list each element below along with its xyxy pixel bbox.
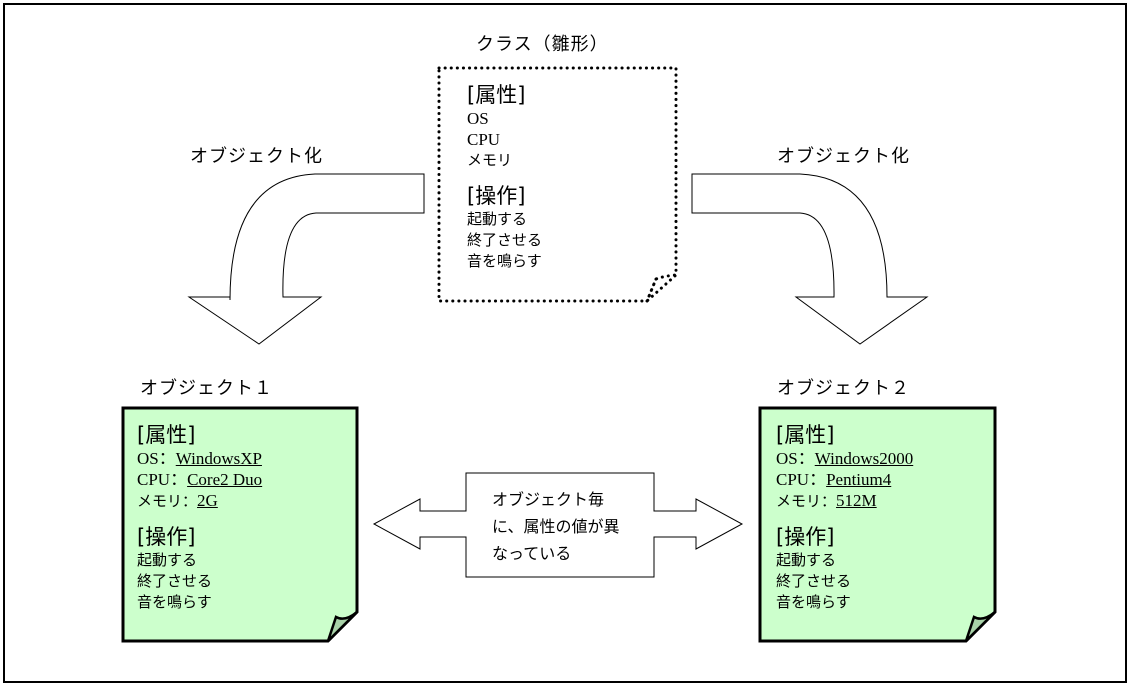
object-2-operation: 起動する <box>776 551 837 569</box>
double-headed-arrow <box>372 472 744 578</box>
comparison-line: に、属性の値が異 <box>492 517 620 536</box>
object-2-operation: 音を鳴らす <box>776 593 851 611</box>
object-2-title: オブジェクト２ <box>777 378 910 399</box>
object-2-attribute-cpu: CPU：Pentium4 <box>776 469 913 490</box>
attr-name: OS <box>776 449 798 468</box>
object-1-operations-header: [操作] <box>137 525 196 549</box>
class-attribute: CPU <box>467 130 501 149</box>
attr-sep: ： <box>797 449 815 468</box>
left-arrow-label: オブジェクト化 <box>190 146 323 167</box>
right-arrow-label: オブジェクト化 <box>777 146 910 167</box>
attr-name: メモリ <box>137 492 183 510</box>
class-attribute: OS <box>467 109 489 128</box>
attr-name: CPU <box>137 470 171 489</box>
comparison-line: オブジェクト毎 <box>492 490 605 509</box>
object-1-note: [属性] OS：WindowsXP CPU：Core2 Duo メモリ：2G [… <box>137 422 262 613</box>
attr-sep: ： <box>821 492 837 510</box>
attr-value: WindowsXP <box>175 449 262 468</box>
attr-value: Core2 Duo <box>187 470 263 489</box>
object-2-dogear <box>964 611 996 642</box>
object-2-operations-header: [操作] <box>776 525 835 549</box>
object-1-attribute-memory: メモリ：2G <box>137 490 262 512</box>
attr-value: 2G <box>197 491 218 510</box>
object-1-operation: 起動する <box>137 551 198 569</box>
class-operation: 終了させる <box>467 231 543 249</box>
comparison-line: なっている <box>492 544 572 563</box>
object-1-attribute-cpu: CPU：Core2 Duo <box>137 469 262 490</box>
class-box-dogear <box>645 273 678 303</box>
object-2-attribute-os: OS：Windows2000 <box>776 448 913 469</box>
attr-sep: ： <box>182 492 198 510</box>
object-1-dogear <box>326 611 358 642</box>
object-1-title: オブジェクト１ <box>140 378 273 399</box>
class-attributes-header: [属性] <box>467 83 526 107</box>
comparison-text: オブジェクト毎 に、属性の値が異 なっている <box>466 478 654 578</box>
diagram-frame <box>3 3 1127 683</box>
class-operation: 起動する <box>467 210 528 228</box>
attr-sep: ： <box>809 470 827 489</box>
class-box-outline <box>437 66 678 303</box>
attr-name: CPU <box>776 470 810 489</box>
class-operation: 音を鳴らす <box>467 252 542 270</box>
class-title: クラス（雛形） <box>476 34 609 55</box>
class-box: [属性] OS CPU メモリ [操作] 起動する 終了させる 音を鳴らす <box>467 82 542 272</box>
object-2-attributes-header: [属性] <box>776 423 835 447</box>
object-2-note: [属性] OS：Windows2000 CPU：Pentium4 メモリ：512… <box>776 422 913 613</box>
object-1-operation: 終了させる <box>137 572 213 590</box>
attr-name: メモリ <box>776 492 822 510</box>
attr-value: Windows2000 <box>814 449 914 468</box>
left-curved-arrow <box>187 173 425 345</box>
attr-name: OS <box>137 449 159 468</box>
attr-sep: ： <box>170 470 188 489</box>
object-1-attribute-os: OS：WindowsXP <box>137 448 262 469</box>
object-1-operation: 音を鳴らす <box>137 593 212 611</box>
right-curved-arrow <box>691 173 929 345</box>
object-1-attributes-header: [属性] <box>137 423 196 447</box>
attr-sep: ： <box>158 449 176 468</box>
object-2-operation: 終了させる <box>776 572 852 590</box>
attr-value: 512M <box>836 491 877 510</box>
class-attribute: メモリ <box>467 151 513 169</box>
object-2-attribute-memory: メモリ：512M <box>776 490 913 512</box>
attr-value: Pentium4 <box>826 470 892 489</box>
class-operations-header: [操作] <box>467 184 526 208</box>
